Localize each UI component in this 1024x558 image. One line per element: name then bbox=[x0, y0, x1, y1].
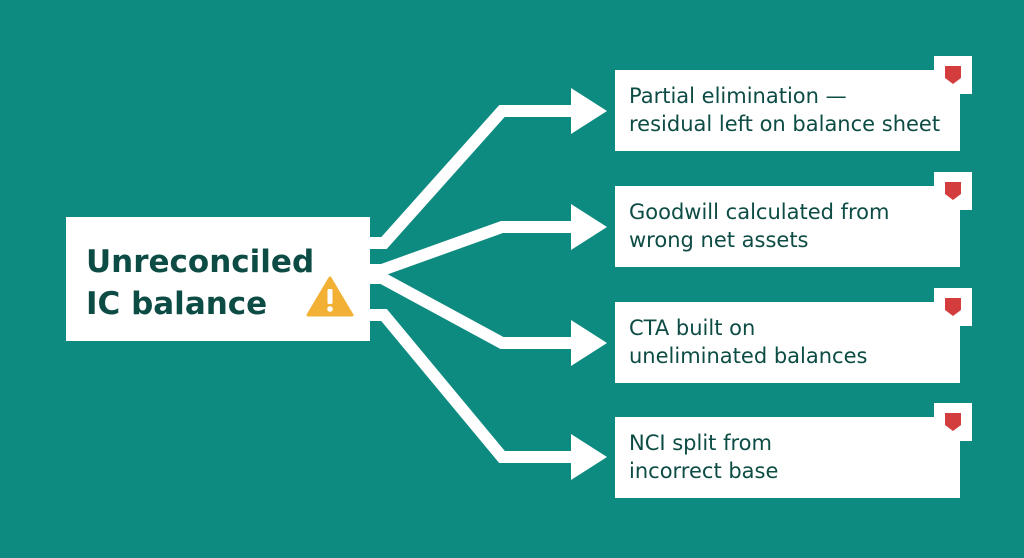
arrowhead-4 bbox=[571, 434, 607, 480]
red-flag-marker-icon bbox=[934, 288, 972, 326]
red-flag-marker-icon bbox=[934, 172, 972, 210]
arrowhead-1 bbox=[571, 88, 607, 134]
outcome-box-2: Goodwill calculated from wrong net asset… bbox=[615, 186, 960, 267]
connector-line-2 bbox=[370, 221, 573, 276]
red-flag-marker-icon bbox=[934, 56, 972, 94]
outcome-1-line1: Partial elimination — bbox=[629, 84, 847, 108]
source-title-line1: Unreconciled bbox=[86, 244, 315, 280]
source-title-line2: IC balance bbox=[86, 286, 268, 322]
connector-line-3 bbox=[370, 272, 573, 349]
outcome-box-4: NCI split from incorrect base bbox=[615, 417, 960, 498]
outcome-box-1: Partial elimination — residual left on b… bbox=[615, 70, 960, 151]
source-box: Unreconciled IC balance bbox=[66, 217, 370, 341]
connector-line-4 bbox=[370, 309, 573, 463]
outcome-2-line1: Goodwill calculated from bbox=[629, 200, 890, 224]
outcome-1-line2: residual left on balance sheet bbox=[629, 112, 941, 136]
outcome-4-line1: NCI split from bbox=[629, 431, 772, 455]
connector-line-1 bbox=[370, 105, 573, 249]
outcome-2-line2: wrong net assets bbox=[629, 228, 809, 252]
outcome-4-line2: incorrect base bbox=[629, 459, 779, 483]
outcome-3-line2: uneliminated balances bbox=[629, 344, 868, 368]
arrowhead-3 bbox=[571, 320, 607, 366]
outcome-box-3: CTA built on uneliminated balances bbox=[615, 302, 960, 383]
arrowhead-2 bbox=[571, 204, 607, 250]
outcome-3-line1: CTA built on bbox=[629, 316, 756, 340]
warning-triangle-icon bbox=[306, 276, 354, 317]
red-flag-marker-icon bbox=[934, 403, 972, 441]
